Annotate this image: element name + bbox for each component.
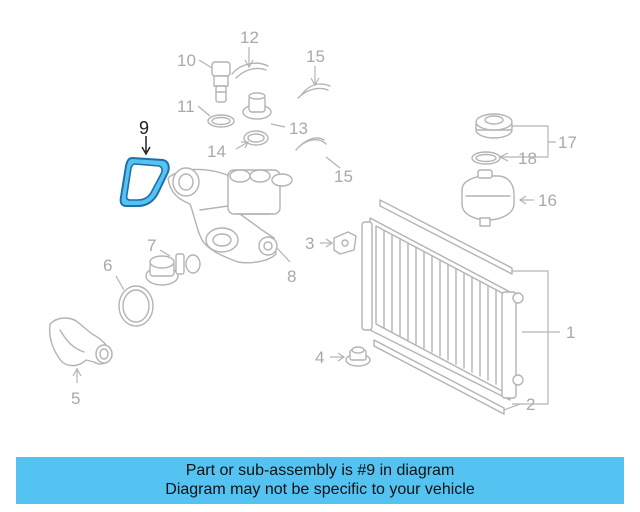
callout-5[interactable]: 5 [71,389,80,408]
part-7-thermostat[interactable] [145,253,201,286]
part-9-gasket-highlighted[interactable] [119,156,170,207]
part-5-coolant-elbow[interactable] [48,317,113,367]
part-2-radiator-rails[interactable] [373,199,513,415]
callout-15-upper[interactable]: 15 [306,47,325,66]
info-banner: Part or sub-assembly is #9 in diagram Di… [16,457,624,504]
callout-17[interactable]: 17 [558,133,577,152]
part-16-expansion-tank[interactable] [461,169,515,227]
part-11-o-ring[interactable] [207,114,235,128]
part-15-lower-clip[interactable] [295,137,327,151]
callout-7[interactable]: 7 [147,236,156,255]
part-15-upper-clip[interactable] [297,83,331,99]
callout-14[interactable]: 14 [207,142,226,161]
callout-9-highlighted[interactable]: 9 [139,118,149,138]
callout-12[interactable]: 12 [240,28,259,47]
callout-15-lower[interactable]: 15 [334,167,353,186]
banner-line-disclaimer: Diagram may not be specific to your vehi… [165,481,475,498]
part-4-rubber-mount[interactable] [345,346,371,367]
callout-6[interactable]: 6 [103,256,112,275]
callout-2[interactable]: 2 [526,395,535,414]
part-10-temperature-sensor[interactable] [211,61,231,103]
part-13-sealing-plug[interactable] [242,92,272,120]
part-6-o-ring[interactable] [118,285,154,327]
callout-4[interactable]: 4 [315,348,324,367]
callout-18[interactable]: 18 [518,149,537,168]
part-14-o-ring[interactable] [243,130,269,146]
banner-line-part-number: Part or sub-assembly is #9 in diagram [185,462,455,479]
part-1-radiator[interactable] [361,217,524,401]
parts-diagram: 1 2 3 4 5 6 7 8 9 10 11 12 13 14 15 15 1… [48,28,577,415]
callout-13[interactable]: 13 [289,119,308,138]
callout-1[interactable]: 1 [566,323,575,342]
part-18-cap-seal[interactable] [471,151,501,165]
callout-8[interactable]: 8 [287,267,296,286]
part-3-bracket[interactable] [333,231,357,255]
callout-11[interactable]: 11 [177,97,195,116]
callout-16[interactable]: 16 [538,191,557,210]
coolant-flange-housing [167,167,293,264]
callout-10[interactable]: 10 [177,51,196,70]
callout-3[interactable]: 3 [305,234,314,253]
part-17-expansion-tank-cap[interactable] [475,113,513,139]
